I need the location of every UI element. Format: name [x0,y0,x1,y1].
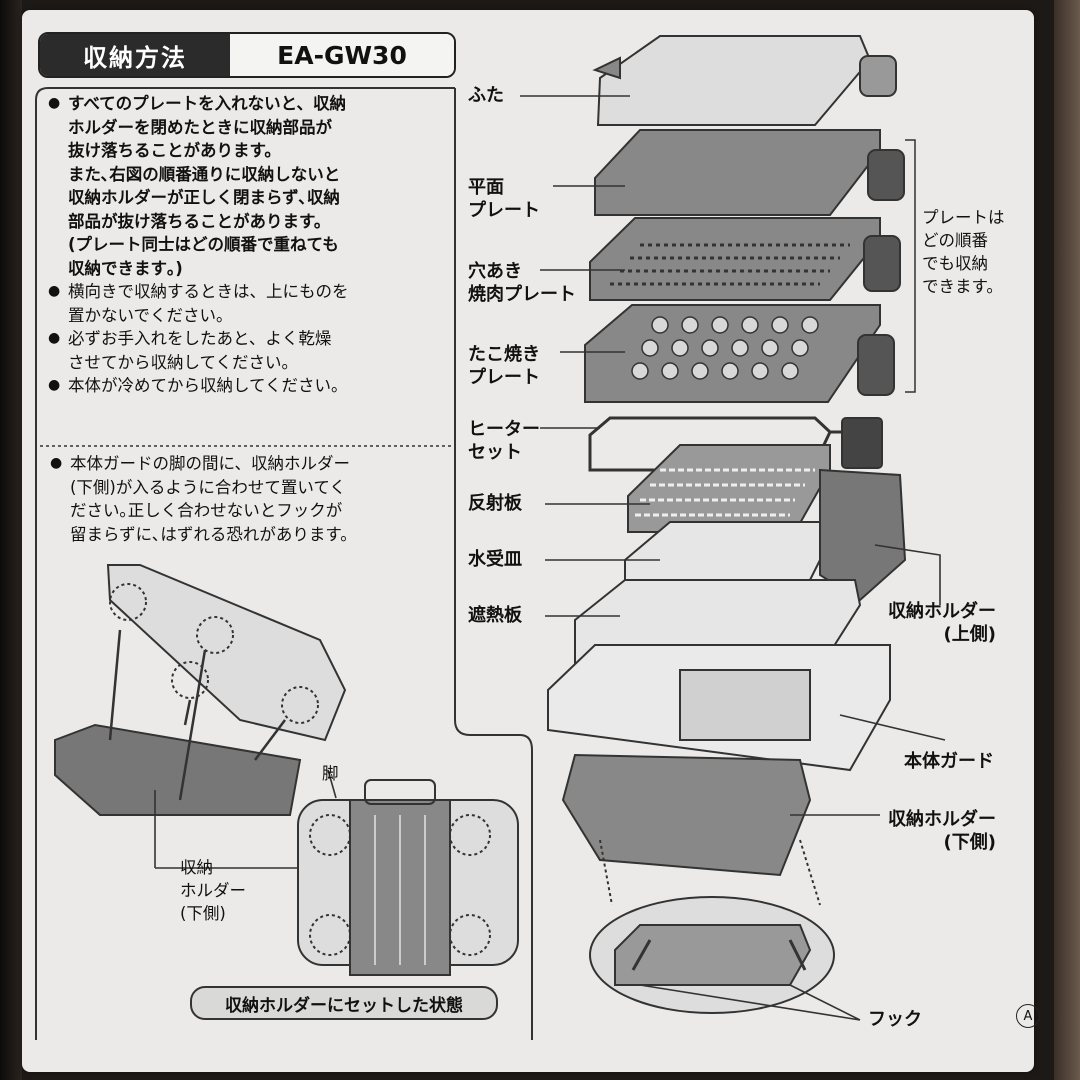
label-grill-plate: 穴あき 焼肉プレート [468,261,576,305]
note-item: すべてのプレートを入れないと、収納 ホルダーを閉めたときに収納部品が 抜け落ちる… [48,92,458,280]
label-leg: 脚 [322,764,339,783]
lower-note: 本体ガードの脚の間に、収納ホルダー (下側)が入るように合わせて置いてく ださい… [50,452,450,546]
section-header: 収納方法 EA-GW30 [38,32,456,78]
label-holder-upper: 収納ホルダー (上側) [888,601,996,645]
grill-plate-drawing [589,217,901,301]
note-item: 本体が冷めてから収納してください。 [48,374,458,398]
hook-detail-drawing [589,839,835,1014]
label-heat-shield: 遮熱板 [468,605,522,626]
label-body-guard: 本体ガード [904,751,994,772]
lid-drawing [592,35,897,126]
label-holder-lower-left: 収納 ホルダー (下側) [180,858,246,923]
plate-order-note: プレートは どの順番 でも収納 できます。 [922,208,1005,296]
reflector-drawing [627,444,831,533]
label-lid: ふた [468,85,504,106]
lower-note-text: 本体ガードの脚の間に、収納ホルダー (下側)が入るように合わせて置いてく ださい… [50,452,450,546]
label-hook: フック [868,1009,922,1030]
set-state-badge: 収納ホルダーにセットした状態 [190,986,498,1020]
section-title: 収納方法 [40,34,230,76]
body-guard-drawing [547,644,891,772]
label-reflector: 反射板 [468,493,522,514]
note-item: 必ずお手入れをしたあと、よく乾燥 させてから収納してください。 [48,327,458,374]
model-number: EA-GW30 [230,34,454,76]
notes-list: すべてのプレートを入れないと、収納 ホルダーを閉めたときに収納部品が 抜け落ちる… [48,92,458,398]
flat-plate-drawing [594,129,905,216]
label-drip-tray: 水受皿 [468,549,522,570]
lower-holder-drawing [561,753,812,877]
heater-drawing [588,416,883,472]
background-right [1054,0,1080,1080]
takoyaki-plate-drawing [584,304,895,403]
label-holder-lower-right: 収納ホルダー (下側) [888,809,996,853]
corner-mark: A [1016,1004,1040,1028]
holder-set-state-drawing [297,779,519,976]
note-item: 横向きで収納するときは、上にものを 置かないでください。 [48,280,458,327]
label-heater-set: ヒーター セット [468,419,540,463]
label-takoyaki-plate: たこ焼き プレート [468,344,540,388]
background-left [0,0,22,1080]
label-flat-plate: 平面 プレート [468,177,540,221]
